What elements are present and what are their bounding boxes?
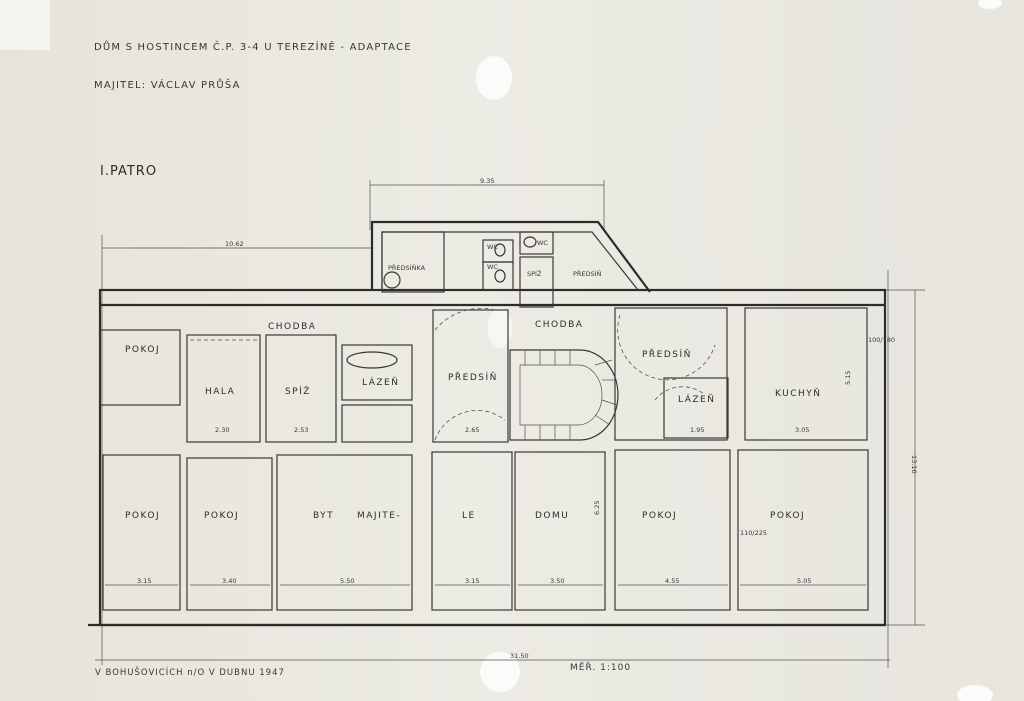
dim-domu: 3.50 (550, 577, 564, 585)
room-kuchyn: KUCHYŇ (775, 388, 822, 399)
dim-overall-depth: 13.10 (910, 455, 918, 474)
room-wc-3: WC (537, 239, 548, 247)
dim-pokoj3: 4.55 (665, 577, 679, 585)
room-front-pokoj-1: POKOJ (125, 511, 160, 521)
room-lazen-left: LÁZEŇ (362, 376, 399, 388)
tape-mark (488, 308, 512, 348)
dim-lazen-right: 1.95 (690, 426, 704, 434)
dimension-lines (95, 180, 925, 668)
dim-pokoj2: 3.40 (222, 577, 236, 585)
room-lazen-right: LÁZEŇ (678, 393, 715, 405)
dim-annex: 9.35 (480, 177, 494, 185)
dim-hala: 2.30 (215, 426, 229, 434)
walls (88, 220, 887, 627)
dim-pokoj1: 3.15 (137, 577, 151, 585)
dim-top-left: 10.62 (225, 240, 244, 248)
dim-le: 3.15 (465, 577, 479, 585)
room-wc-2: WC (487, 263, 498, 271)
tape-mark (957, 685, 993, 701)
room-front-pokoj-4: POKOJ (770, 511, 805, 521)
room-front-pokoj-3: POKOJ (642, 511, 677, 521)
room-wc-1: WC (487, 243, 498, 251)
dim-front-height: 6.25 (593, 501, 601, 515)
room-chodba-right: CHODBA (535, 320, 583, 330)
room-hala: HALA (205, 387, 235, 397)
dim-byt: 5.50 (340, 577, 354, 585)
owner-label: MAJITEL: VÁCLAV PRŮŠA (94, 78, 241, 91)
floor-label: I.PATRO (100, 164, 157, 179)
drawing-title: DŮM S HOSTINCEM Č.P. 3-4 U TEREZÍNĚ - AD… (94, 40, 412, 53)
room-byt-3: LE (462, 511, 476, 521)
dim-window: 100/180 (868, 336, 895, 344)
room-byt-4: DOMU (535, 511, 569, 521)
room-predsinka: PŘEDSÍŇKA (388, 263, 426, 272)
room-predsin-annex: PŘEDSÍŇ (573, 269, 602, 278)
room-predsin-center: PŘEDSÍŇ (448, 371, 498, 383)
tape-mark (476, 56, 512, 100)
dim-kuchyn-height: 5.15 (844, 371, 852, 385)
room-byt-2: MAJITE- (357, 511, 401, 521)
dim-predsin: 2.65 (465, 426, 479, 434)
room-back-pokoj: POKOJ (125, 345, 160, 355)
room-spiz-annex: SPÍŽ (527, 269, 542, 278)
room-front-pokoj-2: POKOJ (204, 511, 239, 521)
dim-pokoj4: 5.05 (797, 577, 811, 585)
room-spiz: SPÍŽ (285, 385, 311, 397)
dim-kuchyn: 3.05 (795, 426, 809, 434)
dimension-labels: 10.62 9.35 31.50 13.10 3.15 3.40 5.50 3.… (105, 177, 918, 660)
room-labels: POKOJ HALA SPÍŽ LÁZEŇ PŘEDSÍŇ CHODBA CHO… (125, 239, 822, 521)
dim-spiz: 2.53 (294, 426, 308, 434)
tape-mark (480, 652, 520, 692)
dim-overall-length: 31.50 (510, 652, 529, 660)
place-date: V BOHUŠOVICÍCH n/O V DUBNU 1947 (95, 666, 285, 678)
dim-door: 110/225 (740, 529, 767, 537)
room-chodba-left: CHODBA (268, 322, 316, 332)
paper-corner (0, 0, 50, 50)
scale-label: MĚŘ. 1:100 (570, 661, 631, 673)
room-byt-1: BYT (313, 511, 334, 521)
room-predsin-right: PŘEDSÍŇ (642, 348, 692, 360)
tape-mark (978, 0, 1002, 9)
